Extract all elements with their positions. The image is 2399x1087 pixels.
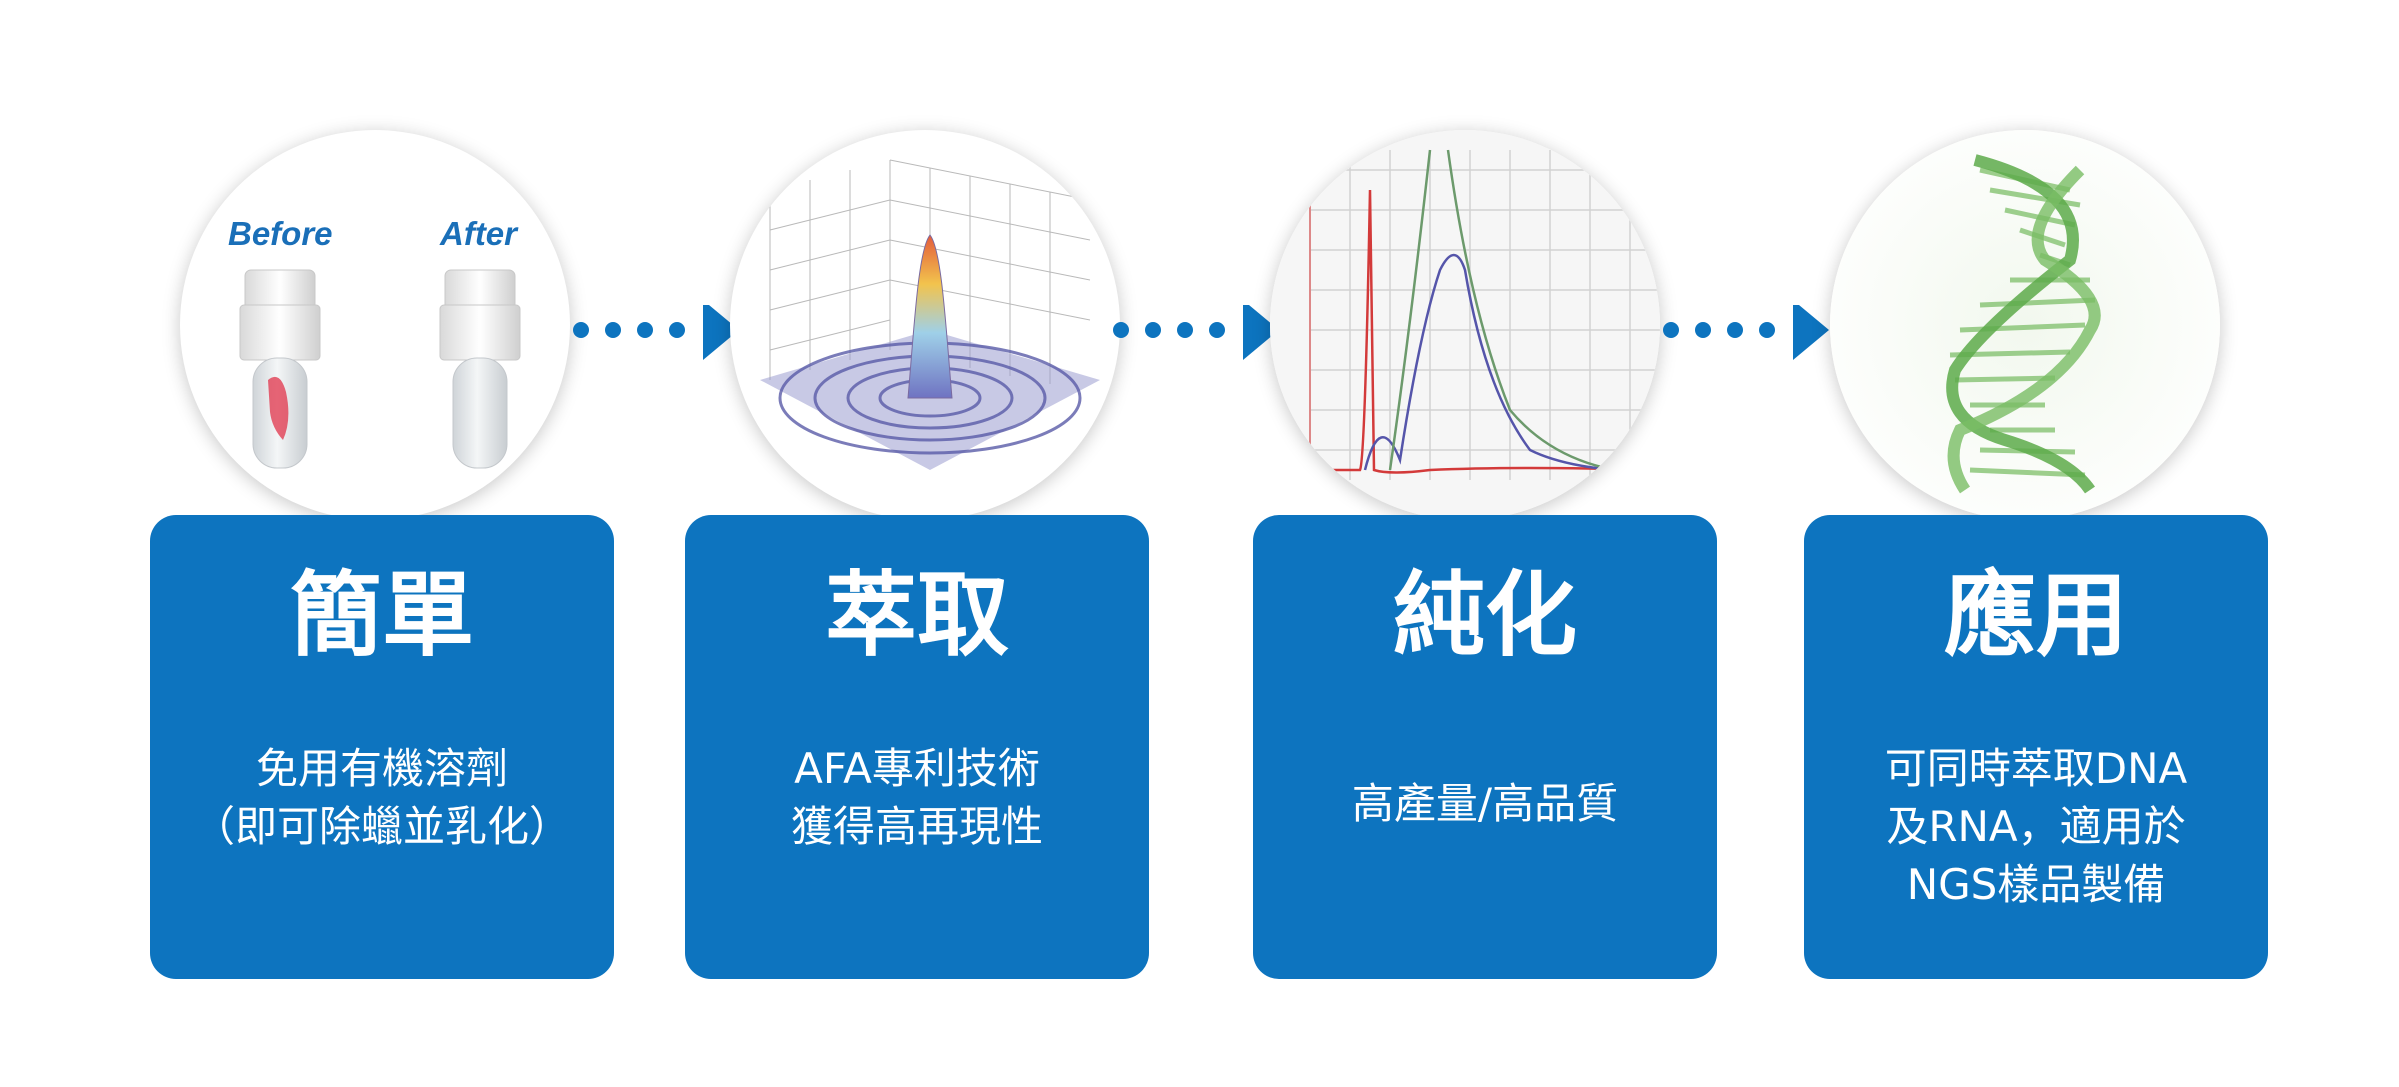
desc-line: 可同時萃取DNA: [1884, 744, 2188, 793]
3d-surface-plot-icon: [760, 159, 1100, 470]
step-card-purification: 純化 高產量/高品質: [1253, 515, 1717, 979]
dotted-arrow-icon: [573, 305, 739, 360]
step-description: 可同時萃取DNA 及RNA，適用於 NGS樣品製備: [1804, 740, 2268, 914]
desc-line: （即可除蠟並乳化）: [192, 802, 571, 851]
step-description: 免用有機溶劑 （即可除蠟並乳化）: [150, 740, 614, 856]
dna-helix-icon: [1830, 130, 2220, 520]
step-card-extraction: 萃取 AFA專利技術 獲得高再現性: [685, 515, 1149, 979]
step-title: 萃取: [824, 562, 1009, 669]
before-label: Before: [228, 215, 333, 252]
circle-image-simple: Before After: [180, 130, 570, 520]
tube-before-after-icon: [239, 269, 521, 469]
desc-line: AFA專利技術: [794, 744, 1040, 793]
circle-image-application: [1830, 130, 2220, 520]
dotted-arrow-icon: [1113, 305, 1279, 360]
after-label: After: [440, 215, 518, 252]
step-description: AFA專利技術 獲得高再現性: [685, 740, 1149, 856]
step-title: 應用: [1943, 562, 2128, 669]
circle-image-purification: [1270, 130, 1660, 520]
step-title: 純化: [1392, 562, 1577, 669]
desc-line: 及RNA，適用於: [1886, 802, 2186, 851]
step-title: 簡單: [289, 562, 474, 669]
step-description: 高產量/高品質: [1253, 775, 1717, 833]
desc-line: 免用有機溶劑: [255, 744, 508, 793]
circle-image-extraction: [730, 130, 1120, 520]
desc-line: 高產量/高品質: [1351, 779, 1619, 828]
desc-line: 獲得高再現性: [790, 802, 1043, 851]
step-card-application: 應用 可同時萃取DNA 及RNA，適用於 NGS樣品製備: [1804, 515, 2268, 979]
desc-line: NGS樣品製備: [1906, 860, 2166, 909]
dotted-arrow-icon: [1663, 305, 1829, 360]
line-graph-icon: [1270, 130, 1660, 520]
step-card-simple: 簡單 免用有機溶劑 （即可除蠟並乳化）: [150, 515, 614, 979]
